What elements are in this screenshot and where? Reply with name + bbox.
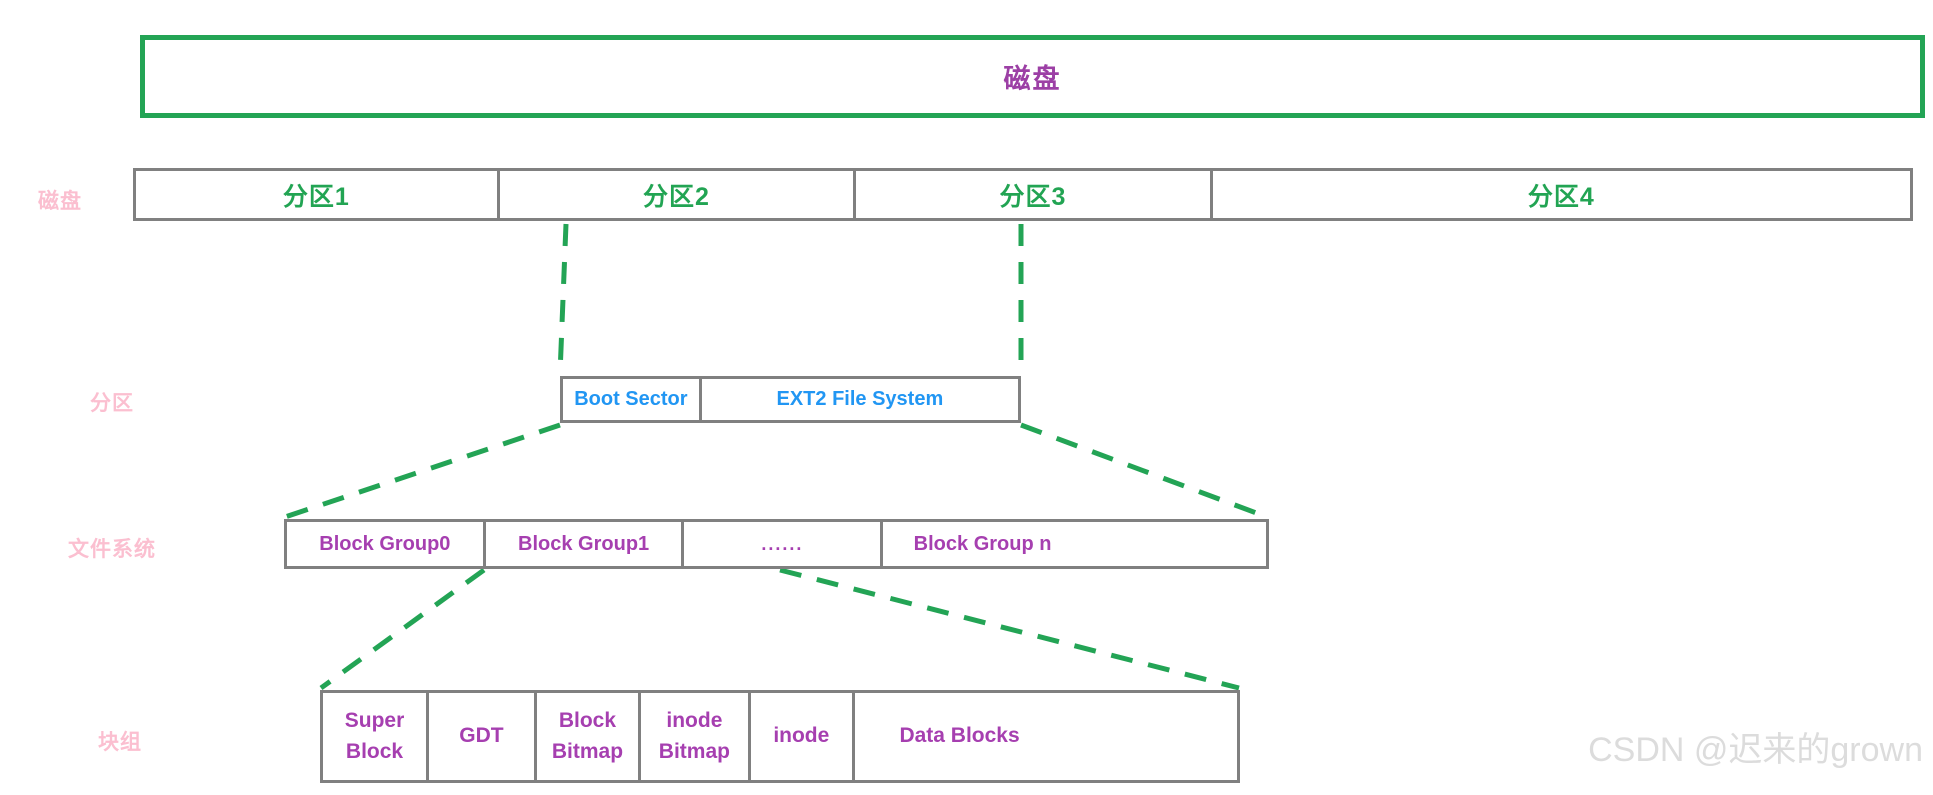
- disk-outer-box: 磁盘: [140, 35, 1925, 118]
- block-bitmap-line1: Block: [558, 709, 617, 733]
- gdt-line1: GDT: [459, 724, 504, 748]
- filesystem-strip: Boot Sector EXT2 File System: [560, 376, 1021, 423]
- connector-filesystem-to-blockgroup-left: [284, 422, 561, 520]
- disk-title: 磁盘: [1003, 64, 1062, 94]
- connector-blockgroup-to-detail-right: [779, 567, 1240, 691]
- data-blocks-cell[interactable]: Data Blocks: [855, 693, 1064, 780]
- block-group-detail-strip: Super Block GDT Block Bitmap inode Bitma…: [320, 690, 1240, 783]
- block-group-cell-n[interactable]: Block Group n: [913, 532, 1052, 555]
- inode-cell[interactable]: inode: [751, 693, 855, 780]
- super-block-line2: Block: [345, 739, 404, 763]
- block-group-strip: Block Group0 Block Group1 ...... Block G…: [284, 519, 1269, 569]
- block-group-cell-0[interactable]: Block Group0: [287, 522, 486, 566]
- block-bitmap-cell[interactable]: Block Bitmap: [537, 693, 642, 780]
- block-bitmap-line2: Bitmap: [551, 739, 624, 763]
- block-group-cell-1[interactable]: Block Group1: [486, 522, 685, 566]
- boot-sector-cell[interactable]: Boot Sector: [563, 379, 702, 420]
- row-label-block-group: 块组: [98, 731, 142, 754]
- partition-cell-4[interactable]: 分区4: [1527, 182, 1595, 211]
- inode-bitmap-line2: Bitmap: [658, 739, 730, 763]
- connector-filesystem-to-blockgroup-right: [1020, 422, 1268, 520]
- inode-bitmap-cell[interactable]: inode Bitmap: [641, 693, 751, 780]
- connector-partition-to-filesystem-left: [557, 223, 569, 375]
- connector-blockgroup-to-detail-left: [319, 567, 486, 691]
- inode-bitmap-line1: inode: [666, 709, 723, 733]
- row-label-partition: 分区: [90, 392, 134, 415]
- partition-cell-1[interactable]: 分区1: [136, 171, 500, 218]
- super-block-cell[interactable]: Super Block: [323, 693, 430, 780]
- partition-cell-3[interactable]: 分区3: [856, 171, 1213, 218]
- block-group-cell-ellipsis: ......: [684, 522, 884, 566]
- partition-strip: 分区1 分区2 分区3 分区4: [133, 168, 1913, 221]
- ext2-filesystem-cell[interactable]: EXT2 File System: [776, 388, 944, 410]
- csdn-watermark: CSDN @迟来的grown: [1588, 731, 1923, 769]
- data-blocks-line1: Data Blocks: [899, 724, 1020, 748]
- inode-line1: inode: [773, 724, 830, 748]
- row-label-filesystem: 文件系统: [68, 538, 156, 561]
- gdt-cell[interactable]: GDT: [429, 693, 537, 780]
- super-block-line1: Super: [344, 709, 405, 733]
- partition-cell-2[interactable]: 分区2: [500, 171, 857, 218]
- row-label-disk: 磁盘: [38, 190, 82, 213]
